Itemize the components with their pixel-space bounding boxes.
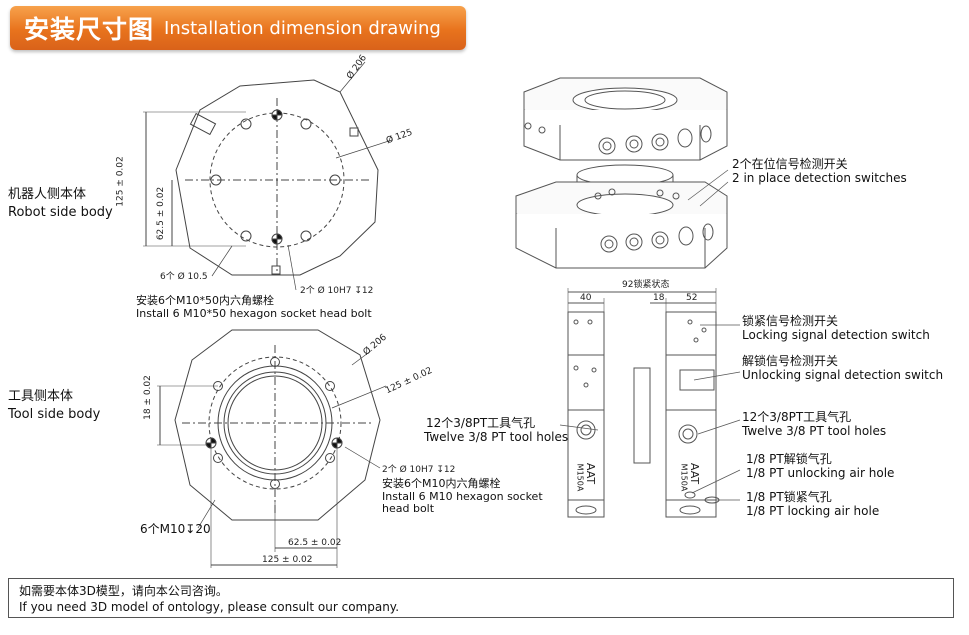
tool-bolt-cn: 安装6个M10内六角螺栓 [382,477,501,490]
tool-thread: 6个M10↧20 [140,522,211,536]
side-elevation-view [559,288,741,518]
footer-note-en: If you need 3D model of ontology, please… [19,600,400,614]
model-left: M150A [575,463,585,492]
assembly-3d-view [515,77,729,269]
title-cn: 安装尺寸图 [24,15,155,44]
footer-note: 如需要本体3D模型，请向本公司咨询。 If you need 3D model … [8,578,954,618]
in-place-switch-cn: 2个在位信号检测开关 [732,157,848,171]
unlock-air-en: 1/8 PT unlocking air hole [746,466,895,480]
unlocking-signal-en: Unlocking signal detection switch [742,368,944,382]
side-dim-18: 18 [653,293,665,303]
tool-holes-right-en: Twelve 3/8 PT tool holes [742,424,887,438]
robot-dim-62-5: 62.5 ± 0.02 [156,186,167,241]
tool-dim-62-5: 62.5 ± 0.02 [288,538,342,548]
lock-air-en: 1/8 PT locking air hole [746,504,880,518]
title-en: Installation dimension drawing [164,17,441,39]
robot-bolt-cn: 安装6个M10*50内六角螺栓 [136,294,274,307]
robot-holes-6: 6个 Ø 10.5 [160,272,208,282]
title-banner: 安装尺寸图 Installation dimension drawing [10,6,466,50]
tool-bolt-en-1: Install 6 M10 hexagon socket [382,490,543,503]
locking-signal-cn: 锁紧信号检测开关 [742,314,839,328]
brand-left: AAT [584,462,598,485]
tool-holes-right-cn: 12个3/8PT工具气孔 [742,410,852,424]
robot-bolt-en: Install 6 M10*50 hexagon socket head bol… [136,307,372,320]
tool-bolt-en-2: head bolt [382,502,435,515]
tool-dim-125: 125 ± 0.02 [262,555,313,565]
tool-dim-18: 18 ± 0.02 [142,375,153,420]
tool-holes-2: 2个 Ø 10H7 ↧12 [382,465,456,475]
robot-dim-125-tol: 125 ± 0.02 [115,156,126,207]
brand-right: AAT [688,462,702,485]
robot-side-label-cn: 机器人侧本体 [8,187,87,202]
footer-note-cn: 如需要本体3D模型，请向本公司咨询。 [19,584,228,598]
unlocking-signal-cn: 解锁信号检测开关 [742,354,839,368]
tool-side-plate [157,329,387,568]
tool-side-label-en: Tool side body [8,407,101,422]
robot-side-plate [143,61,393,291]
tool-holes-left-cn: 12个3/8PT工具气孔 [426,416,536,430]
lock-air-cn: 1/8 PT锁紧气孔 [746,490,832,504]
side-dim-92: 92锁紧状态 [622,280,670,290]
model-right: M150A [679,463,689,492]
side-dim-52: 52 [686,293,698,303]
robot-side-label-en: Robot side body [8,205,113,220]
unlock-air-cn: 1/8 PT解锁气孔 [746,452,832,466]
locking-signal-en: Locking signal detection switch [742,328,930,342]
robot-holes-2: 2个 Ø 10H7 ↧12 [300,286,374,296]
side-dim-40: 40 [580,293,592,303]
in-place-switch-en: 2 in place detection switches [732,171,907,185]
tool-side-label-cn: 工具侧本体 [8,389,74,404]
tool-holes-left-en: Twelve 3/8 PT tool holes [424,430,569,444]
